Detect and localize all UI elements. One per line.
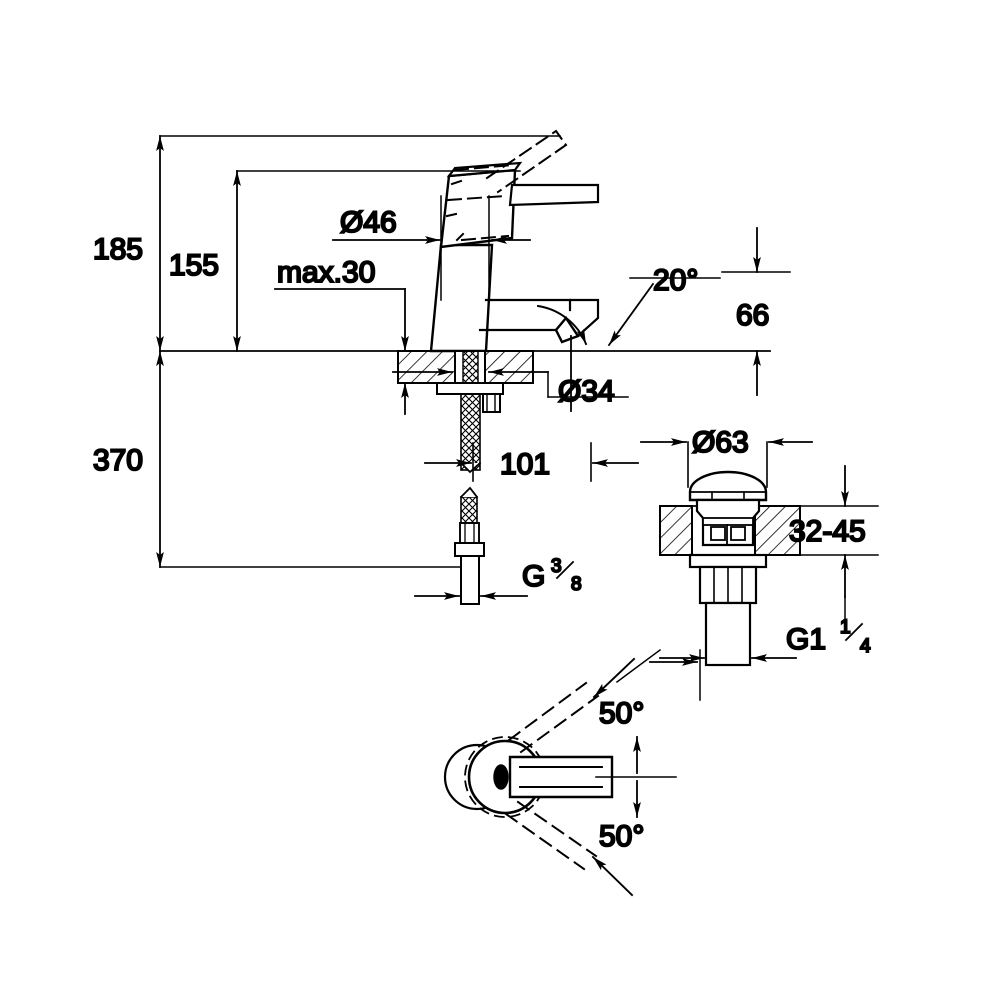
dim-max30-leader bbox=[274, 288, 409, 415]
dim-reach-101 bbox=[424, 442, 639, 482]
dim-label-66: 66 bbox=[736, 299, 769, 332]
dim-label-d63: Ø63 bbox=[692, 426, 749, 459]
lever-raised-phantom bbox=[485, 129, 568, 194]
dim-label-g38-g: G bbox=[522, 560, 545, 593]
dim-diameter-63 bbox=[640, 438, 813, 488]
dim-label-155: 155 bbox=[169, 249, 219, 282]
dim-height-66 bbox=[721, 227, 791, 396]
dim-label-g114-group: G1 1 4 bbox=[785, 616, 872, 658]
dim-label-101: 101 bbox=[500, 448, 550, 481]
dim-label-g114-g1: G1 bbox=[786, 623, 826, 656]
elevation-view-group: 185 155 370 max.30 bbox=[92, 129, 879, 897]
dim-height-370 bbox=[156, 350, 471, 568]
dim-label-g38-den: 8 bbox=[571, 574, 582, 595]
plan-lever-phantom-upper bbox=[507, 681, 600, 754]
drain-cap bbox=[688, 470, 768, 502]
dim-label-g38-num: 3 bbox=[551, 556, 562, 577]
dim-label-50deg-lower: 50° bbox=[599, 820, 644, 853]
dim-label-g114-den: 4 bbox=[860, 636, 871, 657]
dim-height-185 bbox=[156, 135, 561, 352]
dim-height-155 bbox=[233, 170, 521, 352]
plan-lever-phantom-lower bbox=[504, 800, 598, 871]
dim-angle-20 bbox=[536, 277, 721, 412]
pop-up-drain-section bbox=[659, 470, 801, 667]
dim-label-d34: Ø34 bbox=[558, 375, 615, 408]
plan-spindle-slot bbox=[493, 764, 509, 790]
dim-label-max30: max.30 bbox=[277, 256, 375, 289]
faucet-body bbox=[429, 129, 600, 353]
dim-label-50deg-upper: 50° bbox=[599, 697, 644, 730]
dim-label-20deg: 20° bbox=[653, 264, 698, 297]
cap-rotation-phantom bbox=[446, 163, 515, 242]
dim-diameter-46 bbox=[332, 195, 531, 301]
dim-diameter-34 bbox=[392, 368, 629, 398]
dim-label-d46: Ø46 bbox=[340, 206, 397, 239]
cap-tick-marks bbox=[445, 179, 465, 242]
dim-label-g38-group: G 3 8 bbox=[521, 555, 583, 596]
dim-label-370: 370 bbox=[93, 444, 143, 477]
angle-arc-20 bbox=[536, 304, 588, 346]
dim-label-3245: 32-45 bbox=[789, 515, 866, 548]
spout-outlet-aerator bbox=[554, 315, 580, 344]
dim-label-185: 185 bbox=[93, 233, 143, 266]
dim-deck-range-3245 bbox=[779, 465, 879, 598]
lever-swivel-plan-view bbox=[443, 648, 701, 897]
faucet-mounting-stud bbox=[436, 350, 504, 474]
dim-thread-g114 bbox=[659, 596, 846, 662]
dim-label-g114-num: 1 bbox=[840, 617, 851, 638]
flexible-hose-detail bbox=[454, 486, 485, 605]
